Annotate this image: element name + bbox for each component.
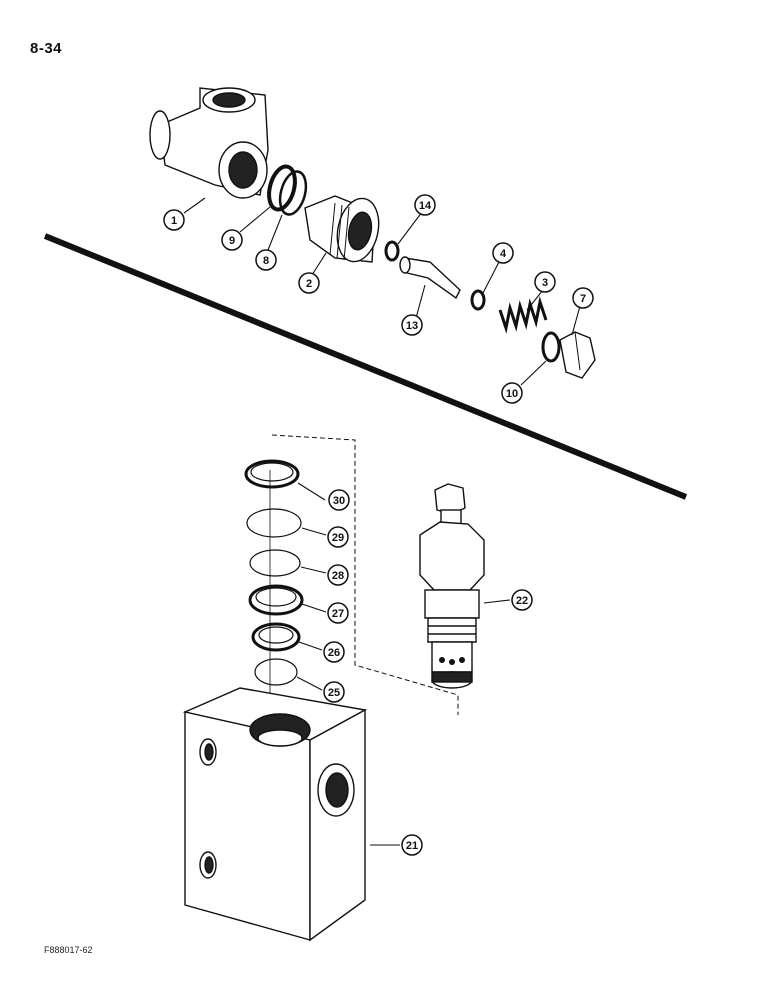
callout-4: 4 (492, 242, 514, 264)
callout-8-label: 8 (263, 255, 269, 267)
callout-29-label: 29 (332, 532, 344, 544)
callout-30: 30 (328, 489, 350, 511)
callout-27-label: 27 (332, 608, 344, 620)
callout-21: 21 (401, 834, 423, 856)
callout-7: 7 (572, 287, 594, 309)
part-1-valve-body (149, 87, 269, 199)
callout-28-label: 28 (332, 570, 344, 582)
callout-13: 13 (401, 314, 423, 336)
callout-13-label: 13 (406, 320, 418, 332)
callout-21-label: 21 (406, 840, 418, 852)
callout-28: 28 (327, 564, 349, 586)
callout-14: 14 (414, 194, 436, 216)
callout-14-label: 14 (419, 200, 432, 212)
callout-3: 3 (534, 271, 556, 293)
callout-2: 2 (298, 272, 320, 294)
separator-line (43, 233, 688, 500)
part-4-washer (470, 289, 486, 311)
callout-1-label: 1 (171, 215, 177, 227)
callout-27: 27 (327, 602, 349, 624)
callout-10: 10 (501, 382, 523, 404)
callout-9: 9 (221, 229, 243, 251)
callout-22-label: 22 (516, 595, 528, 607)
part-8-9-o-rings (267, 164, 308, 216)
part-3-spring (498, 296, 548, 334)
callout-26-label: 26 (328, 647, 340, 659)
part-13-poppet (399, 256, 461, 300)
part-14-washer (384, 240, 400, 262)
page-number: 8-34 (30, 40, 63, 57)
callout-22: 22 (511, 589, 533, 611)
seal-stack (244, 459, 304, 686)
callout-1: 1 (163, 209, 185, 231)
callout-25-label: 25 (328, 687, 340, 699)
callout-3-label: 3 (542, 277, 548, 289)
callout-26: 26 (323, 641, 345, 663)
part-21-manifold-block (182, 687, 368, 942)
callout-9-label: 9 (229, 235, 235, 247)
callout-25: 25 (323, 681, 345, 703)
part-22-relief-cartridge (419, 483, 485, 689)
callout-4-label: 4 (500, 248, 507, 260)
part-7-plug (559, 331, 596, 379)
callout-8: 8 (255, 249, 277, 271)
guide-line-dashed (271, 434, 459, 715)
callout-2-label: 2 (306, 278, 312, 290)
part-2-housing (304, 195, 380, 263)
callout-10-label: 10 (506, 388, 518, 400)
callout-30-label: 30 (333, 495, 345, 507)
part-10-o-ring (541, 331, 561, 363)
callout-29: 29 (327, 526, 349, 548)
figure-code: F888017-62 (44, 945, 93, 955)
callout-7-label: 7 (580, 293, 586, 305)
